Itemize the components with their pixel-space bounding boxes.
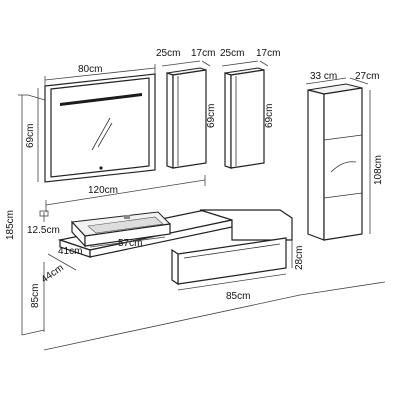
total-height-dimension (18, 94, 28, 335)
mirror-width-dimension (44, 64, 156, 86)
mirror (44, 73, 156, 183)
mirror-height-label: 69cm (25, 124, 36, 148)
floor-height-label: 85cm (30, 284, 41, 308)
basin-height-label: 12.5cm (27, 225, 60, 236)
mirror-width-label: 80cm (78, 64, 102, 75)
drawer-height-label: 28cm (294, 246, 305, 270)
total-height-label: 185cm (5, 210, 16, 240)
tall-height-label: 108cm (373, 155, 384, 185)
cabinet-a-width-label: 25cm (156, 48, 180, 59)
drawer-width-label: 85cm (226, 291, 250, 302)
cabinet-a-height-label: 69cm (206, 104, 217, 128)
room-guides (21, 94, 386, 351)
wall-cabinet-a (166, 67, 207, 169)
shelf-depth-label: 44cm (39, 262, 65, 285)
basin-depth-label: 41cm (58, 246, 82, 257)
shelf-width-label: 120cm (88, 185, 118, 196)
cabinet-b-width-label: 25cm (220, 48, 244, 59)
tall-width-label: 33 cm (310, 71, 337, 82)
basin-width-label: 57cm (118, 238, 142, 249)
tall-cabinet (307, 83, 363, 241)
tall-depth-label: 27cm (355, 71, 379, 82)
drawer-unit (171, 237, 287, 286)
cabinet-b-depth-label: 17cm (256, 48, 280, 59)
cabinet-b-height-label: 69cm (264, 104, 275, 128)
shelf-width-dimension (45, 175, 206, 212)
wall-cabinet-b (224, 67, 265, 169)
cabinet-a-depth-label: 17cm (191, 48, 215, 59)
basin (70, 211, 172, 248)
